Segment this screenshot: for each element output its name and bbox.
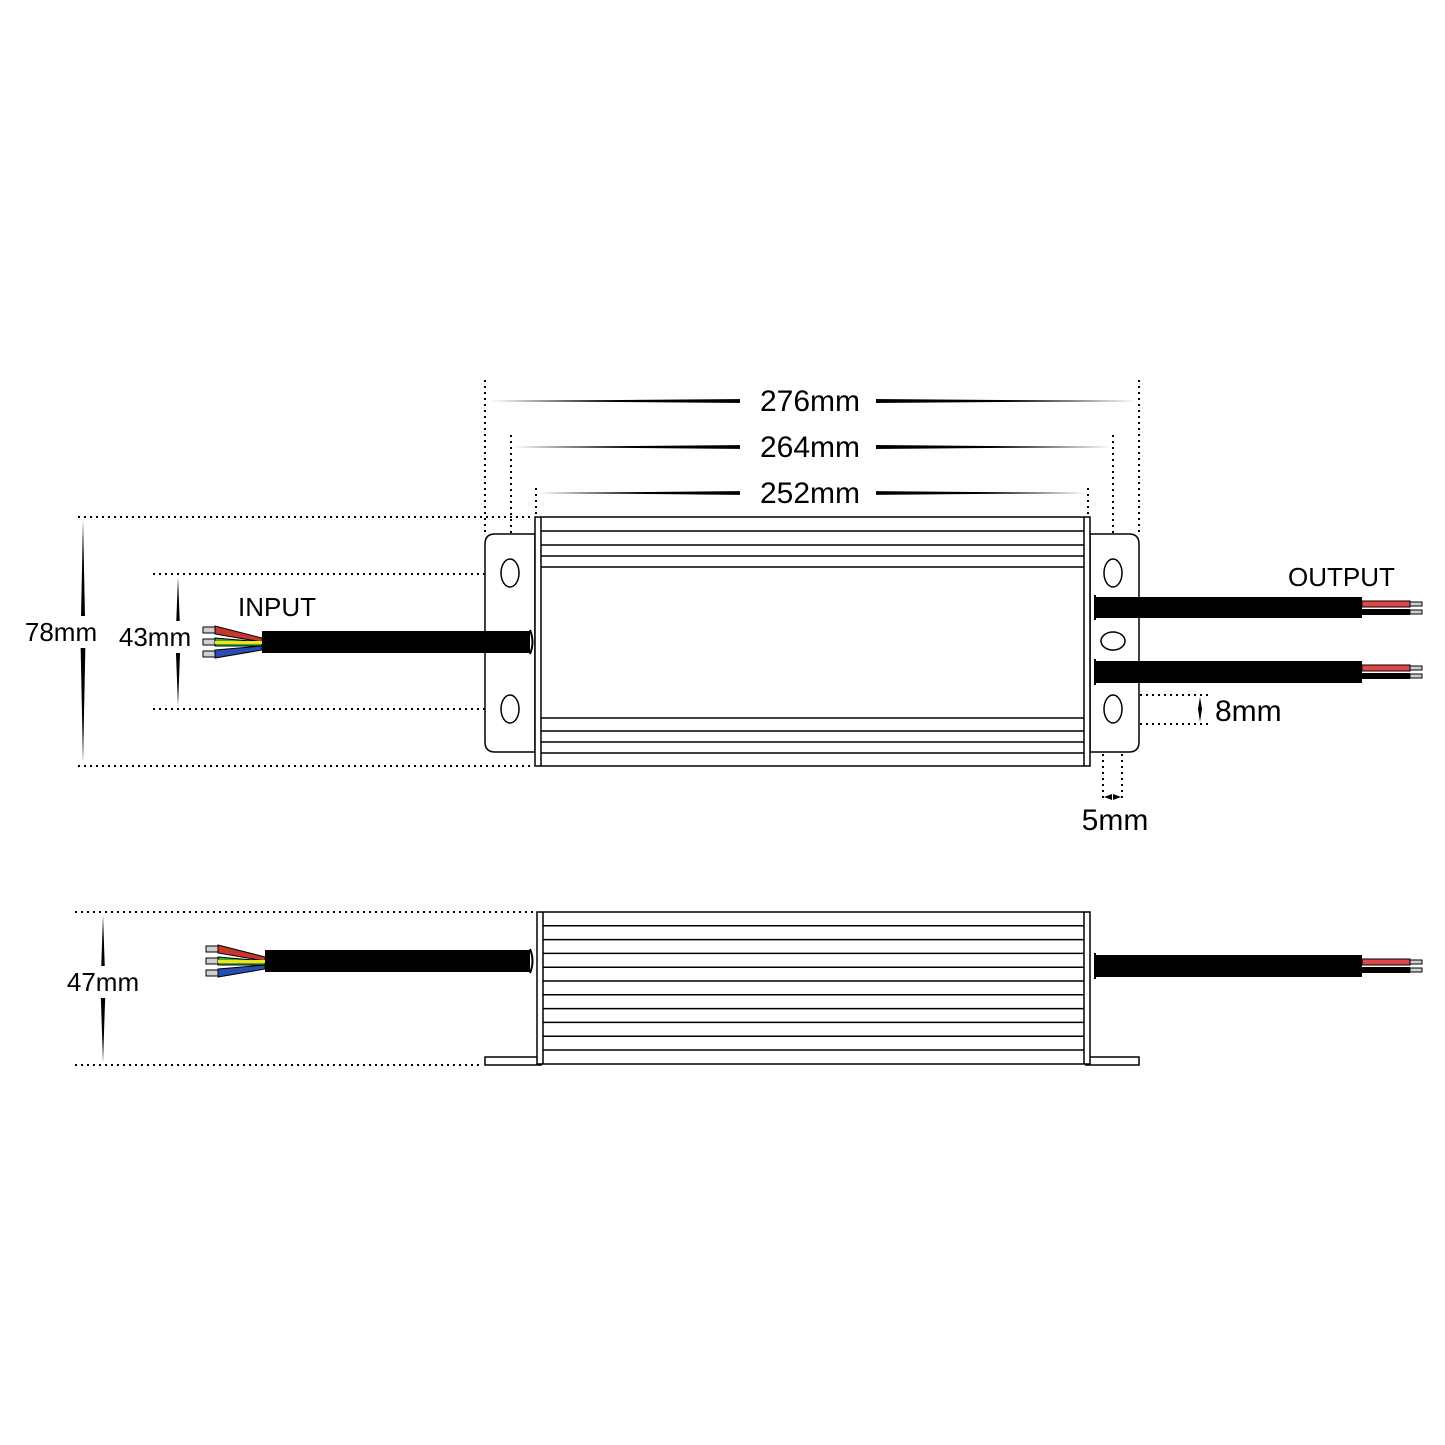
dimension-line [100, 988, 106, 1062]
dimension-line [175, 641, 181, 706]
input-cable-side [205, 944, 534, 978]
dimension-line [488, 398, 810, 404]
wire [217, 964, 266, 978]
wire-positive [1361, 958, 1411, 966]
cable-gland [529, 948, 534, 974]
wire-negative [1362, 609, 1410, 615]
wire-pin [1409, 673, 1423, 679]
dimension-line [1198, 697, 1202, 709]
dimension-line [514, 444, 810, 450]
wire-pin [1409, 967, 1423, 973]
right-foot [1084, 1056, 1140, 1066]
wire [214, 645, 263, 659]
wire-pin [1409, 665, 1423, 671]
dim-47-label: 47mm [67, 967, 139, 997]
dimension-line [810, 398, 1136, 404]
mounting-slot [1103, 558, 1123, 588]
dim-276-label: 276mm [760, 385, 860, 418]
cable-jacket [1095, 661, 1362, 683]
output-cable-side [1094, 953, 1423, 979]
dim-78-label: 78mm [25, 617, 97, 647]
dim-5-label: 5mm [1082, 804, 1149, 837]
arrow-head [1113, 794, 1121, 800]
wire-stripe [215, 641, 262, 644]
mounting-slot [1103, 694, 1123, 724]
arrow-head [1104, 794, 1112, 800]
output-label: OUTPUT [1288, 562, 1395, 592]
dimension-line [80, 641, 86, 763]
wire-pin [1409, 609, 1423, 615]
input-cable [202, 625, 534, 659]
dimension-line [810, 490, 1087, 496]
dimension-line [1198, 709, 1202, 722]
extension-lines [75, 380, 1212, 1066]
wire-positive [1361, 664, 1411, 672]
side-view [484, 911, 1140, 1066]
wire-positive [1361, 600, 1411, 608]
wire-stripe [218, 960, 265, 963]
mounting-hole [1100, 631, 1126, 651]
dimension-line [80, 520, 86, 641]
wire-negative [1362, 967, 1410, 973]
mounting-slot [500, 558, 520, 588]
cable-jacket [1095, 955, 1362, 977]
dim-264-label: 264mm [760, 431, 860, 464]
wire-pin [1409, 601, 1423, 607]
top-view [484, 516, 1140, 767]
output-cables [1094, 595, 1423, 685]
dim-43-label: 43mm [119, 622, 191, 652]
cable-jacket [1095, 597, 1362, 618]
dim-252-label: 252mm [760, 477, 860, 510]
cable-jacket [265, 950, 530, 972]
wire-pin [1409, 959, 1423, 965]
cable-gland [529, 629, 534, 655]
cable-jacket [262, 631, 530, 653]
housing-side [536, 911, 1091, 1065]
mounting-slot [500, 694, 520, 724]
wire-negative [1362, 673, 1410, 679]
input-label: INPUT [238, 592, 316, 622]
dimension-line [810, 444, 1111, 450]
dim-8-label: 8mm [1215, 695, 1282, 728]
housing-body [534, 516, 1091, 767]
left-foot [484, 1056, 543, 1066]
